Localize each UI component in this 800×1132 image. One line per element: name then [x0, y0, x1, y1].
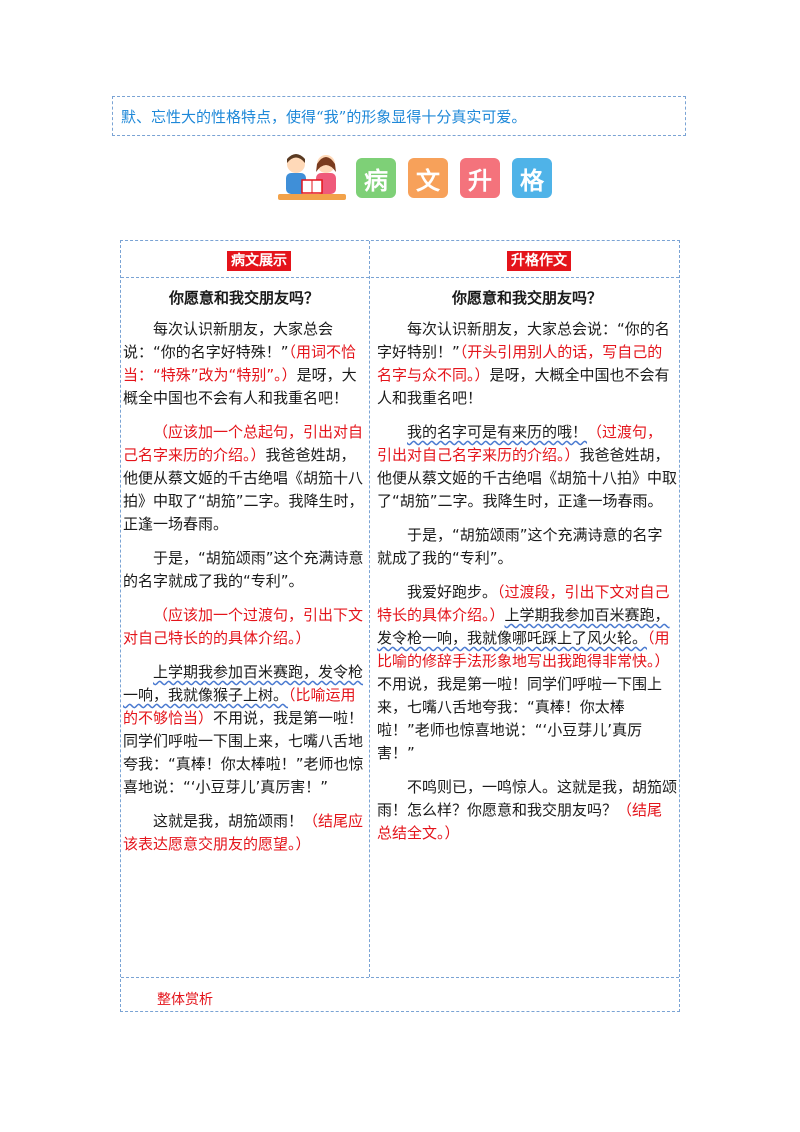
highlighted-sentence: 上学期我参加百米赛跑，发令枪一响，我就像哪吒踩上了风火轮。 — [377, 606, 670, 647]
section-banner: 病 文 升 格 — [276, 150, 556, 206]
original-essay: 你愿意和我交朋友吗？ 每次认识新朋友，大家总会说：“你的名字好特殊！”（用词不恰… — [123, 287, 365, 867]
intro-box: 默、忘性大的性格特点，使得“我”的形象显得十分真实可爱。 — [112, 96, 686, 136]
comment: （应该加一个过渡句，引出下文对自己特长的的具体介绍。） — [123, 606, 364, 647]
paragraph: 每次认识新朋友，大家总会说：“你的名字好特殊！”（用词不恰当：“特殊”改为“特别… — [123, 320, 357, 407]
column-divider — [369, 241, 370, 977]
comment: （用比喻的修辞手法形象地写出我跑得非常快。） — [377, 629, 670, 670]
improved-essay: 你愿意和我交朋友吗？ 每次认识新朋友，大家总会说：“你的名字好特别！”（开头引用… — [377, 287, 677, 856]
reading-kids-icon — [278, 154, 346, 200]
paragraph: 我的名字可是有来历的哦！（过渡句，引出对自己名字来历的介绍。）我爸爸姓胡，他便从… — [377, 423, 678, 510]
comment: （应该加一个总起句，引出对自己名字来历的介绍。） — [123, 423, 364, 464]
comment: （用词不恰当：“特殊”改为“特别”。） — [123, 343, 357, 384]
header-divider — [121, 277, 679, 278]
comment: （过渡段，引出下文对自己特长的具体介绍。） — [377, 583, 670, 624]
paragraph: 于是，“胡笳颂雨”这个充满诗意的名字就成了我的“专利”。 — [377, 526, 663, 567]
header-original: 病文展示 — [227, 251, 291, 271]
paragraph: （应该加一个过渡句，引出下文对自己特长的的具体介绍。） — [123, 604, 365, 650]
paragraph: 每次认识新朋友，大家总会说：“你的名字好特别！”（开头引用别人的话，写自己的名字… — [377, 320, 670, 407]
comment: （结尾总结全文。） — [377, 801, 663, 842]
intro-text: 默、忘性大的性格特点，使得“我”的形象显得十分真实可爱。 — [121, 107, 527, 126]
comment: （开头引用别人的话，写自己的名字与众不同。） — [377, 343, 663, 384]
paragraph: 上学期我参加百米赛跑，发令枪一响，我就像猴子上树。（比喻运用的不够恰当）不用说，… — [123, 663, 364, 796]
comment: （结尾应该表达愿意交朋友的愿望。） — [123, 812, 364, 853]
comparison-table: 病文展示 升格作文 你愿意和我交朋友吗？ 每次认识新朋友，大家总会说：“你的名字… — [120, 240, 680, 1012]
essay-title: 你愿意和我交朋友吗？ — [451, 289, 602, 307]
paragraph: 于是，“胡笳颂雨”这个充满诗意的名字就成了我的“专利”。 — [123, 549, 364, 590]
summary-divider — [121, 977, 679, 978]
comment: （过渡句，引出对自己名字来历的介绍。） — [377, 423, 663, 464]
paragraph: （应该加一个总起句，引出对自己名字来历的介绍。）我爸爸姓胡，他便从蔡文姬的千古绝… — [123, 423, 364, 533]
banner-char-3: 升 — [460, 158, 500, 198]
header-improved: 升格作文 — [507, 251, 571, 271]
summary-label: 整体赏析 — [157, 992, 213, 1008]
highlighted-sentence: 上学期我参加百米赛跑，发令枪一响，我就像猴子上树。 — [123, 663, 364, 704]
essay-title: 你愿意和我交朋友吗？ — [168, 289, 319, 307]
banner-char-1: 病 — [356, 158, 396, 198]
paragraph: 这就是我，胡笳颂雨！（结尾应该表达愿意交朋友的愿望。） — [123, 812, 364, 853]
paragraph: 我爱好跑步。（过渡段，引出下文对自己特长的具体介绍。）上学期我参加百米赛跑，发令… — [377, 583, 670, 762]
highlighted-sentence: 我的名字可是有来历的哦！ — [407, 423, 588, 441]
paragraph: 不鸣则已，一鸣惊人。这就是我，胡笳颂雨！怎么样？你愿意和我交朋友吗？（结尾总结全… — [377, 778, 678, 842]
comment: （比喻运用的不够恰当） — [123, 686, 356, 727]
banner-char-4: 格 — [512, 158, 552, 198]
banner-char-2: 文 — [408, 158, 448, 198]
